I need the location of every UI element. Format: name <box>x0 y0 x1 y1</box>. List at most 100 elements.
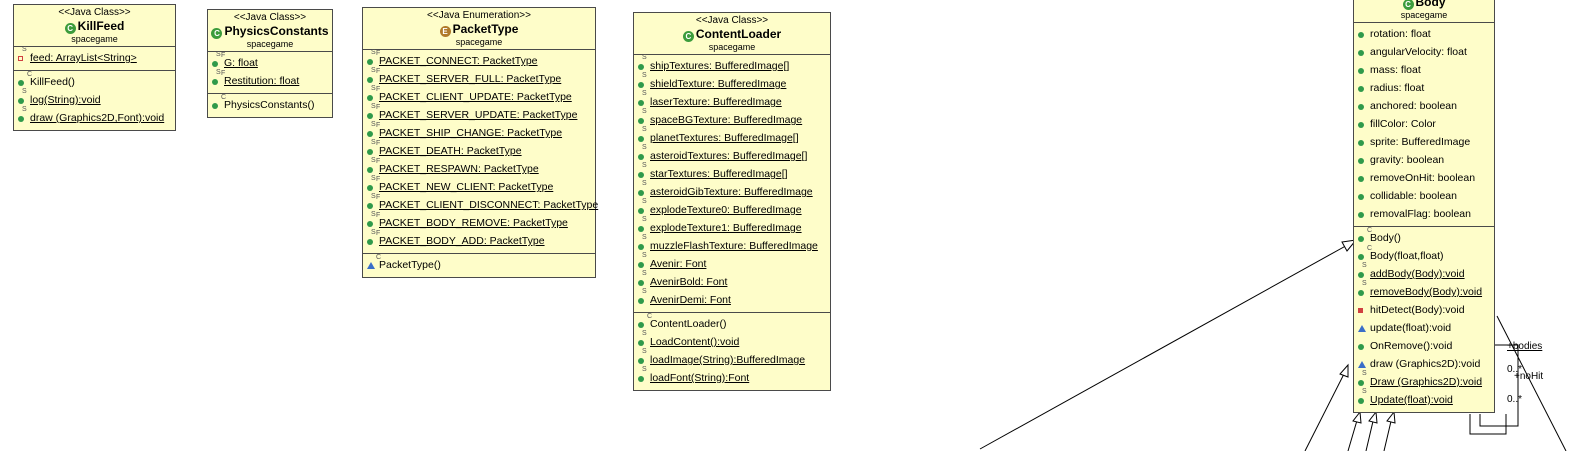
public-visibility-icon: S <box>1358 388 1370 411</box>
package-visibility-icon: C <box>367 254 381 276</box>
association-role-nohit: +noHit <box>1514 371 1544 382</box>
public-visibility-icon: S <box>1358 280 1370 303</box>
enum-icon: E <box>439 26 451 37</box>
public-visibility-icon: S <box>638 330 650 353</box>
public-visibility-icon: S <box>638 288 650 311</box>
stereotype: <<Java Class>> <box>695 15 769 26</box>
public-visibility-icon: S <box>638 348 650 371</box>
field-signature: collidable: boolean <box>1370 190 1457 202</box>
public-visibility-icon <box>1358 187 1370 207</box>
field-signature: asteroidGibTexture: BufferedImage <box>650 186 813 198</box>
field-signature: angularVelocity: float <box>1370 46 1467 58</box>
public-visibility-icon: C <box>18 71 32 93</box>
field-row[interactable]: rotation: float <box>1354 25 1494 43</box>
public-visibility-icon <box>1358 115 1370 135</box>
field-row[interactable]: fillColor: Color <box>1354 115 1494 133</box>
method-row[interactable]: OnRemove():void <box>1354 337 1494 355</box>
method-signature: Body() <box>1370 232 1401 244</box>
method-row[interactable]: hitDetect(Body):void <box>1354 301 1494 319</box>
public-visibility-icon: S <box>638 90 650 113</box>
generalization-arrowhead <box>1352 410 1362 424</box>
public-visibility-icon: S <box>638 234 650 257</box>
public-visibility-icon <box>1358 97 1370 117</box>
field-row[interactable]: radius: float <box>1354 79 1494 97</box>
field-signature: PACKET_BODY_ADD: PacketType <box>379 235 545 247</box>
field-row[interactable]: sprite: BufferedImage <box>1354 133 1494 151</box>
field-signature: PACKET_NEW_CLIENT: PacketType <box>379 181 554 193</box>
method-signature: Body(float,float) <box>1370 250 1444 262</box>
public-visibility-icon: S <box>1358 262 1370 285</box>
field-row[interactable]: removeOnHit: boolean <box>1354 169 1494 187</box>
field-row[interactable]: anchored: boolean <box>1354 97 1494 115</box>
field-row[interactable]: removalFlag: boolean <box>1354 205 1494 223</box>
public-visibility-icon <box>1358 151 1370 171</box>
public-visibility-icon: S <box>638 72 650 95</box>
method-row[interactable]: draw (Graphics2D):void <box>1354 355 1494 373</box>
private-visibility-icon <box>1358 301 1370 320</box>
private-visibility-icon: S <box>18 46 30 68</box>
method-signature: addBody(Body):void <box>1370 268 1465 280</box>
method-signature: KillFeed() <box>30 76 75 88</box>
field-row[interactable]: gravity: boolean <box>1354 151 1494 169</box>
public-visibility-icon: S <box>638 198 650 221</box>
field-row[interactable]: angularVelocity: float <box>1354 43 1494 61</box>
method-row[interactable]: update(float):void <box>1354 319 1494 337</box>
field-row[interactable]: collidable: boolean <box>1354 187 1494 205</box>
field-row[interactable]: mass: float <box>1354 61 1494 79</box>
